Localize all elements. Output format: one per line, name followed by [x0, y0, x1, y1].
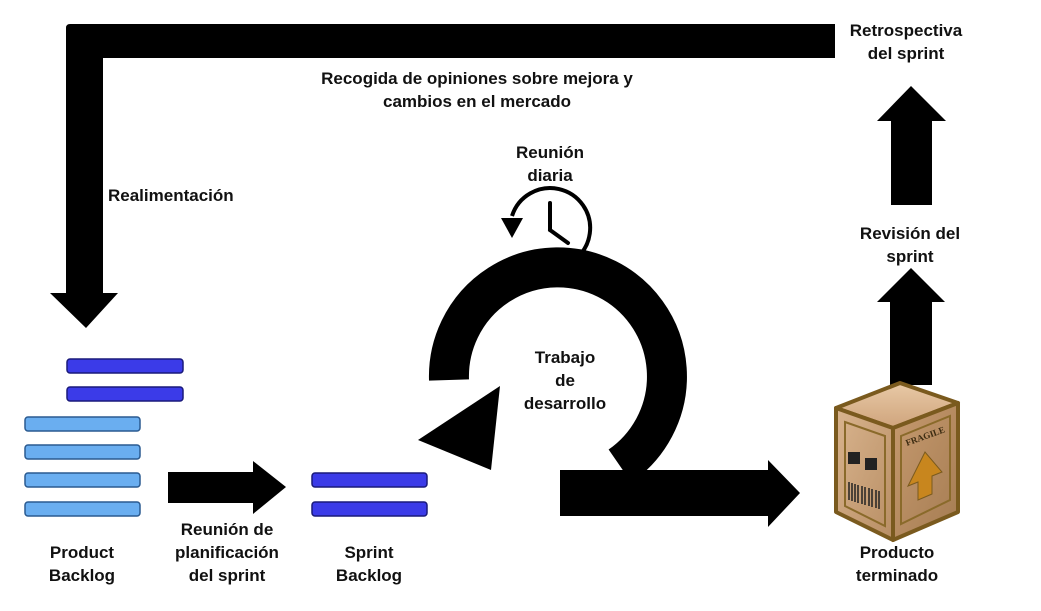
- clock-cycle-icon: [501, 186, 593, 271]
- feedback-label: Realimentación: [108, 186, 234, 205]
- retrospective-arrow: [877, 86, 946, 205]
- cardboard-box-icon: FRAGILE: [834, 381, 960, 542]
- development-cycle-arrow: [418, 247, 800, 527]
- product-backlog-stack: [24, 358, 184, 517]
- feedback-loop-arrow: [50, 24, 835, 328]
- sprint-backlog-stack: [311, 472, 428, 517]
- review-arrow: [877, 268, 945, 385]
- planning-arrow: [168, 461, 286, 514]
